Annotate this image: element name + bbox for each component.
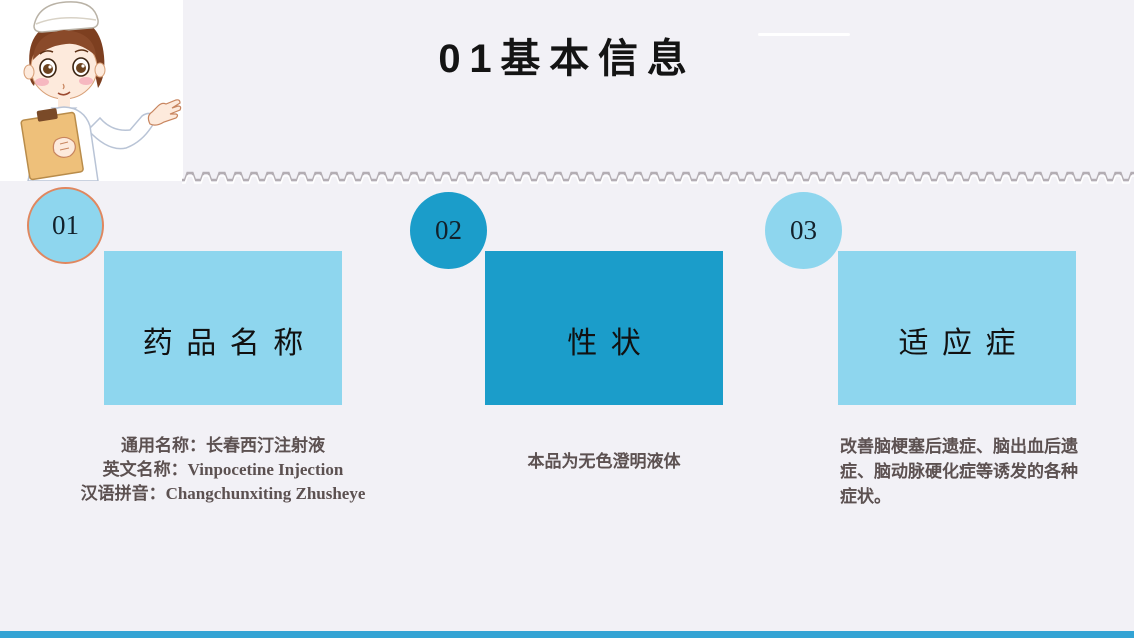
card-indications: 适应症: [838, 251, 1076, 405]
step-badge-03: 03: [765, 192, 842, 269]
zigzag-divider: [182, 167, 1134, 185]
step-number: 01: [52, 210, 79, 240]
card-title-drug-name: 药品名称: [142, 327, 317, 360]
description-line: 汉语拼音：Changchunxiting Zhusheye: [80, 484, 366, 503]
description-line: 英文名称：Vinpocetine Injection: [102, 460, 344, 479]
properties-description: 本品为无色澄明液体: [484, 450, 724, 474]
card-properties: 性状: [485, 251, 723, 405]
decor-line: [758, 33, 850, 36]
card-drug-name: 药品名称: [104, 251, 342, 405]
description-line: 通用名称：长春西汀注射液: [121, 436, 325, 455]
step-number: 02: [435, 215, 462, 245]
nurse-icon: [0, 0, 183, 181]
page-title: 01基本信息: [438, 37, 696, 81]
drug-name-description: 通用名称：长春西汀注射液 英文名称：Vinpocetine Injection …: [53, 434, 393, 506]
step-badge-01: 01: [27, 187, 104, 264]
description-line: 改善脑梗塞后遗症、脑出血后遗症、脑动脉硬化症等诱发的各种症状。: [840, 437, 1078, 506]
description-line: 本品为无色澄明液体: [527, 452, 681, 471]
bottom-accent-bar: [0, 631, 1134, 638]
nurse-illustration: [0, 0, 183, 181]
card-title-indications: 适应症: [898, 327, 1029, 360]
card-title-properties: 性状: [567, 327, 655, 360]
indications-description: 改善脑梗塞后遗症、脑出血后遗症、脑动脉硬化症等诱发的各种症状。: [840, 434, 1090, 509]
step-number: 03: [790, 215, 817, 245]
step-badge-02: 02: [410, 192, 487, 269]
